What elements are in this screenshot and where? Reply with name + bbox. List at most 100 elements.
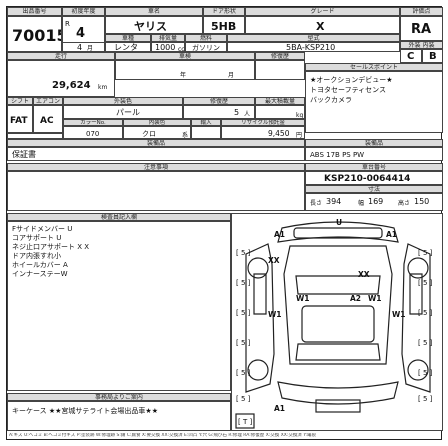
left-rear-wheel <box>247 359 269 381</box>
equipment-right-value: ABS 17B PS PW <box>310 151 365 159</box>
ac-cell: AC <box>33 105 63 133</box>
rear-window <box>295 343 381 361</box>
type-header: 車種 <box>105 34 151 42</box>
mark-a1-top: A1 <box>274 230 286 239</box>
mark-bracket-5-j: [ 5 ] <box>418 369 433 377</box>
exterior-grade: C <box>407 51 415 62</box>
inspector-notes-header: 検査員記入欄 <box>7 213 231 221</box>
mark-bracket-5-l: [ 5 ] <box>418 395 433 403</box>
car-name: ヤリス <box>134 20 167 33</box>
length-label: 長さ <box>310 200 323 207</box>
car-outline-svg <box>235 221 431 429</box>
exterior-color-value: パール <box>116 108 140 117</box>
month-value: 4 <box>77 43 83 52</box>
int-grade-cell: B <box>422 49 443 63</box>
displacement-cell: 1000 cc <box>151 42 185 52</box>
lot-number: 70015 <box>12 26 61 45</box>
mark-bracket-5-i: [ 5 ] <box>236 369 251 377</box>
equipment-right-header: 装備品 <box>305 139 443 147</box>
capacity-unit: kg <box>296 112 304 119</box>
vehicle-type-cell: レンタ <box>105 42 151 52</box>
mark-bracket-5-a: [ 5 ] <box>236 249 251 257</box>
repair-count-unit: 人 <box>244 111 251 118</box>
mark-bracket-5-f: [ 5 ] <box>418 309 433 317</box>
color-no-header: カラーNo. <box>63 119 123 126</box>
import-cell <box>191 126 221 139</box>
repair-cell <box>255 60 305 80</box>
roof <box>301 305 375 343</box>
ac-header: エアコン <box>33 97 63 105</box>
inspector-notes-cell: Fサイドメンバー U コアサポート U ネジ止口アサポート X X ドア内張すれ… <box>7 221 231 391</box>
left-side-outline <box>245 243 275 393</box>
mark-a1-bottom: A1 <box>274 404 286 413</box>
chassis-no: KSP210-0064414 <box>324 174 411 184</box>
dimensions-cell: 長さ 394 幅 169 高さ 150 <box>305 193 443 211</box>
inspection-year-unit: 年 <box>180 72 187 79</box>
sale-point-1: ★オークションデビュー★ <box>310 76 393 84</box>
mark-a2: A2 <box>350 294 362 303</box>
capacity-cell: kg <box>255 105 305 119</box>
interior-grade: B <box>429 51 437 62</box>
mark-bracket-t: [ T ] <box>238 418 253 426</box>
sale-points-header: セールスポイント <box>305 63 443 71</box>
recycle-cell: 9,450 円 <box>221 126 305 139</box>
notes-cell <box>7 171 305 211</box>
shift-value: FAT <box>10 116 28 126</box>
car-diagram: A1 U A1 XX XX W1 A2 W1 W1 W1 A1 [ 5 ] [ … <box>231 213 443 431</box>
interior-color-unit: 系 <box>182 132 189 139</box>
height-label: 高さ <box>398 200 411 207</box>
dimensions-header: 寸法 <box>305 185 443 193</box>
mark-w1-front-right: W1 <box>368 294 382 303</box>
mark-w1-right: W1 <box>392 310 406 319</box>
length-value: 394 <box>326 197 342 206</box>
grade-value: X <box>316 20 325 33</box>
mark-w1-front-left: W1 <box>296 294 310 303</box>
auction-info-header: 事務局よりご案内 <box>7 393 231 401</box>
mark-bracket-5-d: [ 5 ] <box>418 279 433 287</box>
width-label: 幅 <box>358 200 365 207</box>
t-box <box>235 413 255 429</box>
mileage-value: 29,624 <box>52 80 91 91</box>
model-header: 型式 <box>227 34 400 42</box>
chassis-cell: KSP210-0064414 <box>305 171 443 185</box>
door-cell: 5HB <box>203 16 245 34</box>
displacement-value: 1000 <box>155 43 176 52</box>
grade-cell: X <box>245 16 400 34</box>
rear-bumper <box>277 381 399 405</box>
displacement-header: 排気量 <box>151 34 185 42</box>
year-header: 初度年度 <box>62 7 105 16</box>
color-no-cell: 070 <box>63 126 123 139</box>
mark-bracket-5-e: [ 5 ] <box>236 309 251 317</box>
year-value: 4 <box>76 26 86 41</box>
ext-grade-cell: C <box>400 49 422 63</box>
mileage-unit: km <box>98 84 108 91</box>
model-value: 5BA-KSP210 <box>286 43 336 52</box>
recycle-value: 9,450 <box>268 129 290 138</box>
rear-plate-area <box>315 399 361 413</box>
inspector-note-3: ネジ止口アサポート X X <box>12 243 90 251</box>
equipment-value: 保証書 <box>12 150 36 159</box>
mark-bracket-5-b: [ 5 ] <box>418 249 433 257</box>
sale-points-cell: ★オークションデビュー★ トヨタセーフティセンス バックカメラ <box>305 71 443 133</box>
interior-color-header: 内装色 <box>123 119 191 126</box>
mileage-cell: 29,624 km <box>7 60 115 97</box>
mark-bracket-5-c: [ 5 ] <box>236 279 251 287</box>
right-side-outline <box>401 243 431 393</box>
inspection-month-unit: 月 <box>228 72 235 79</box>
repair-header: 修復歴 <box>255 52 305 60</box>
ac-value: AC <box>40 116 54 126</box>
mark-bracket-5-k: [ 5 ] <box>236 395 251 403</box>
right-front-wheel <box>407 257 429 279</box>
ext-int-header: 外装 内装 <box>400 41 443 49</box>
shift-cell: FAT <box>7 105 33 133</box>
model-cell: 5BA-KSP210 <box>227 42 400 52</box>
mark-u-top: U <box>336 218 343 227</box>
equipment-header: 装備品 <box>7 139 305 147</box>
recycle-header: リサイクル預託金 <box>221 119 305 126</box>
score-value: RA <box>411 22 432 37</box>
interior-color-value: クロ <box>142 130 156 138</box>
recycle-unit: 円 <box>296 132 303 139</box>
inspector-note-1: Fサイドメンバー U <box>12 225 73 233</box>
sale-point-3: バックカメラ <box>310 96 352 104</box>
windshield <box>295 275 381 295</box>
